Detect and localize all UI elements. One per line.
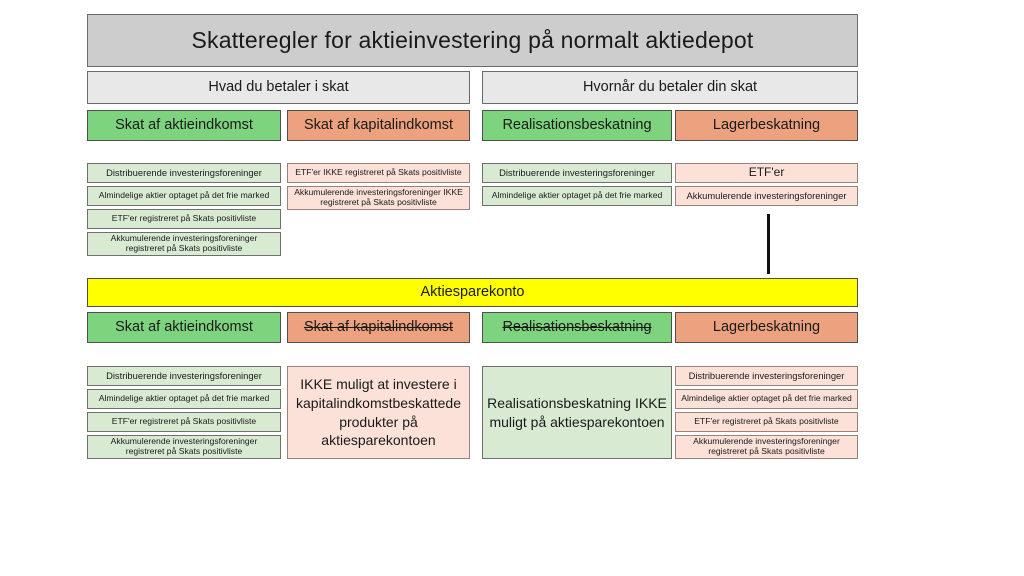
header-realisationsbeskatning-ask: Realisationsbeskatning <box>482 312 672 343</box>
ask-col4-item-4: Akkumulerende investeringsforeninger reg… <box>675 435 858 459</box>
ask-col2-note: IKKE muligt at investere i kapitalindkom… <box>287 366 470 459</box>
header-skat-af-aktieindkomst-ask: Skat af aktieindkomst <box>87 312 281 343</box>
ask-col4-item-1: Distribuerende investeringsforeninger <box>675 366 858 386</box>
header-label-struck: Skat af kapitalindkomst <box>303 319 454 336</box>
depot-col1-item-3: ETF'er registreret på Skats positivliste <box>87 209 281 229</box>
ask-col4-item-3: ETF'er registreret på Skats positivliste <box>675 412 858 432</box>
depot-col2-item-2: Akkumulerende investeringsforeninger IKK… <box>287 186 470 210</box>
diagram-title: Skatteregler for aktieinvestering på nor… <box>87 14 858 67</box>
depot-col1-item-1: Distribuerende investeringsforeninger <box>87 163 281 183</box>
depot-col3-item-2: Almindelige aktier optaget på det frie m… <box>482 186 672 206</box>
ask-col1-item-4: Akkumulerende investeringsforeninger reg… <box>87 435 281 459</box>
header-skat-af-aktieindkomst-depot: Skat af aktieindkomst <box>87 110 281 141</box>
header-label: Lagerbeskatning <box>712 319 821 336</box>
connector-line-etf-to-aktiesparekonto <box>767 214 770 274</box>
header-skat-af-kapitalindkomst-ask: Skat af kapitalindkomst <box>287 312 470 343</box>
depot-col4-item-1: ETF'er <box>675 163 858 183</box>
ask-col1-item-3: ETF'er registreret på Skats positivliste <box>87 412 281 432</box>
depot-col2-item-1: ETF'er IKKE registreret på Skats positiv… <box>287 163 470 183</box>
header-realisationsbeskatning-depot: Realisationsbeskatning <box>482 110 672 141</box>
ask-col4-item-2: Almindelige aktier optaget på det frie m… <box>675 389 858 409</box>
ask-col1-item-1: Distribuerende investeringsforeninger <box>87 366 281 386</box>
ask-col3-note: Realisationsbeskatning IKKE muligt på ak… <box>482 366 672 459</box>
header-skat-af-kapitalindkomst-depot: Skat af kapitalindkomst <box>287 110 470 141</box>
subtitle-hvornaar-du-betaler: Hvornår du betaler din skat <box>482 71 858 104</box>
ask-col1-item-2: Almindelige aktier optaget på det frie m… <box>87 389 281 409</box>
depot-col3-item-1: Distribuerende investeringsforeninger <box>482 163 672 183</box>
subtitle-hvad-du-betaler: Hvad du betaler i skat <box>87 71 470 104</box>
header-label: Skat af aktieindkomst <box>115 319 253 336</box>
header-lagerbeskatning-depot: Lagerbeskatning <box>675 110 858 141</box>
header-lagerbeskatning-ask: Lagerbeskatning <box>675 312 858 343</box>
depot-col4-item-2: Akkumulerende investeringsforeninger <box>675 186 858 206</box>
header-label-struck: Realisationsbeskatning <box>502 319 652 336</box>
aktiesparekonto-bar: Aktiesparekonto <box>87 278 858 307</box>
depot-col1-item-4: Akkumulerende investeringsforeninger reg… <box>87 232 281 256</box>
depot-col1-item-2: Almindelige aktier optaget på det frie m… <box>87 186 281 206</box>
